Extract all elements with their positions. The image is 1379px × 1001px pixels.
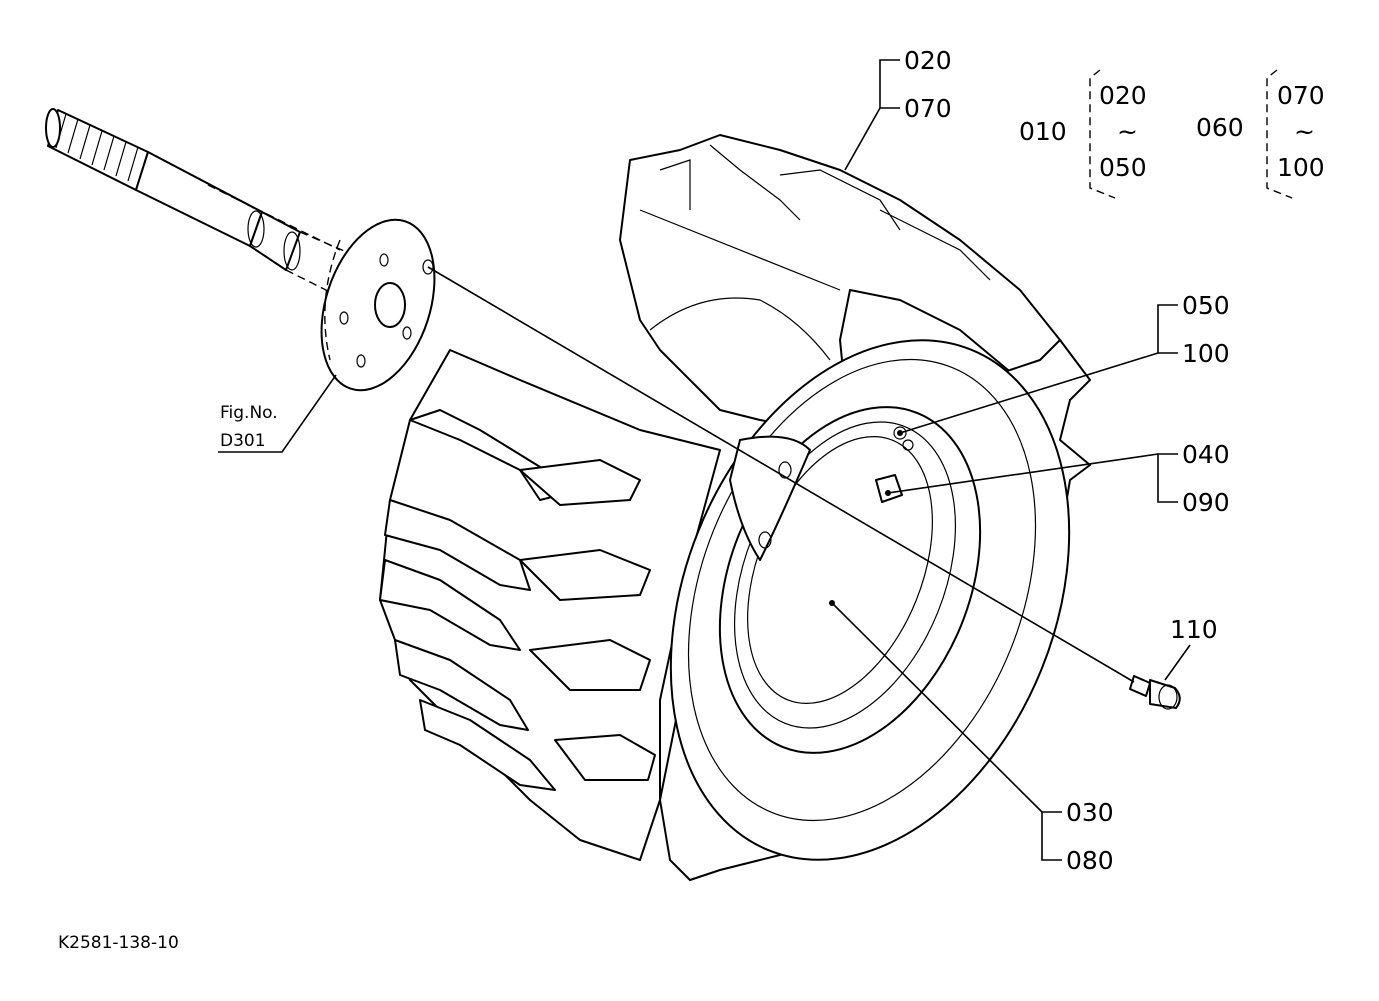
callout-090: 090 [1182,488,1230,517]
callout-030: 030 [1066,798,1114,827]
callout-070: 070 [904,94,952,123]
bolt-icon [1129,675,1181,710]
callout-050: 050 [1182,291,1230,320]
axle-shaft-icon [45,108,371,293]
callout-080: 080 [1066,846,1114,875]
group-010-to: 050 [1099,153,1147,182]
callout-110: 110 [1170,615,1218,644]
group-060-sep: ~ [1294,117,1315,146]
hub-flange-icon [320,218,436,392]
leader-lines [218,59,1191,861]
callout-100: 100 [1182,339,1230,368]
group-060-id: 060 [1196,113,1244,142]
group-brackets [1089,69,1293,199]
figref-label: Fig.No. [220,403,278,423]
drawing-code: K2581-138-10 [58,933,179,953]
group-010-from: 020 [1099,81,1147,110]
callout-040: 040 [1182,440,1230,469]
figref-number: D301 [220,431,266,451]
callout-020: 020 [904,46,952,75]
group-010-sep: ~ [1117,117,1138,146]
group-010-id: 010 [1019,117,1067,146]
group-060-to: 100 [1277,153,1325,182]
group-060-from: 070 [1277,81,1325,110]
wheel-rim-icon [669,339,1071,861]
